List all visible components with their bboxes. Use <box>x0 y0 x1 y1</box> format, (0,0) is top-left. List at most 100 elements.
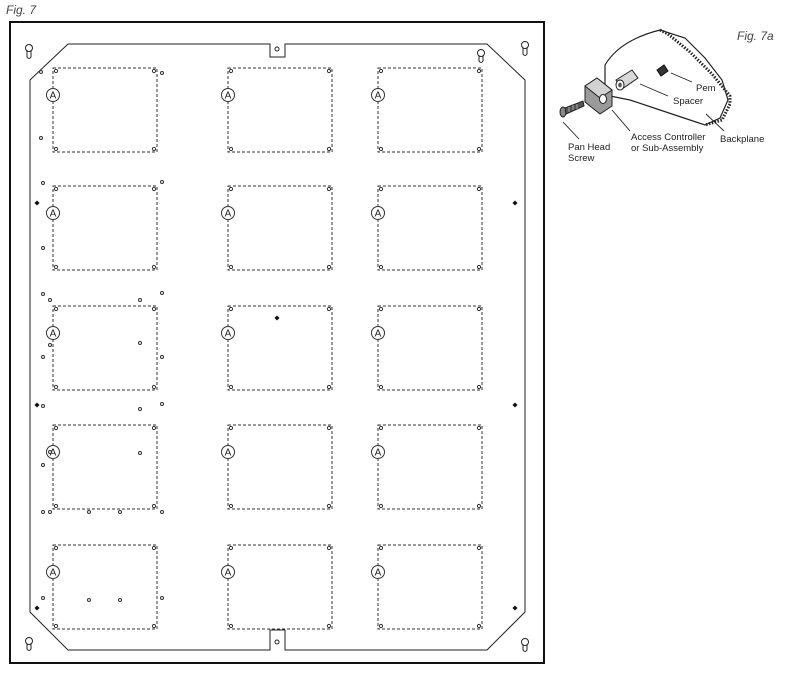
corner-hole <box>476 68 482 74</box>
mounting-hole <box>138 407 142 411</box>
figure-7-label: Fig. 7 <box>6 3 37 17</box>
alignment-stud <box>274 315 280 321</box>
corner-hole <box>378 503 384 509</box>
corner-hole <box>151 425 157 431</box>
mount-marker-circle <box>46 206 60 220</box>
mount-marker-circle <box>371 565 385 579</box>
module-area: A <box>221 424 333 510</box>
corner-hole <box>378 384 384 390</box>
module-outline <box>52 424 158 510</box>
corner-hole <box>326 503 332 509</box>
mount-marker-circle <box>221 565 235 579</box>
mounting-hole <box>48 450 52 454</box>
keyhole-slot-bottom-left <box>25 637 33 651</box>
pan-head-screw-callout-line2: Screw <box>568 153 595 164</box>
mount-marker-label: A <box>50 448 57 459</box>
corner-hole <box>476 306 482 312</box>
corner-hole <box>53 545 59 551</box>
mount-marker-label: A <box>375 209 382 220</box>
keyhole-slot-top-left <box>25 44 33 59</box>
module-area: A <box>371 305 483 391</box>
figure-7a-label: Fig. 7a <box>737 29 774 43</box>
corner-hole <box>326 306 332 312</box>
corner-hole <box>228 503 234 509</box>
pem-part <box>656 64 669 77</box>
mounting-hole <box>87 598 91 602</box>
corner-hole <box>53 623 59 629</box>
corner-hole <box>151 68 157 74</box>
backplane-sheet <box>604 28 732 127</box>
mount-marker-label: A <box>375 448 382 459</box>
mounting-hole <box>39 136 43 140</box>
corner-hole <box>151 384 157 390</box>
corner-hole <box>228 146 234 152</box>
outer-frame <box>9 21 545 664</box>
module-outline <box>52 305 158 391</box>
mount-marker-label: A <box>375 329 382 340</box>
module-area: A <box>46 544 158 630</box>
corner-hole <box>476 384 482 390</box>
mount-marker-circle <box>371 445 385 459</box>
pan-head-screw-leader <box>562 121 580 140</box>
mounting-hole <box>41 246 45 250</box>
mount-marker-label: A <box>375 91 382 102</box>
corner-hole <box>476 425 482 431</box>
module-outline <box>227 305 333 391</box>
corner-hole <box>228 545 234 551</box>
mount-marker-circle <box>46 88 60 102</box>
corner-hole <box>476 146 482 152</box>
mounting-hole <box>48 298 52 302</box>
corner-hole <box>378 545 384 551</box>
corner-hole <box>151 146 157 152</box>
mount-marker-circle <box>371 88 385 102</box>
module-outline <box>377 185 483 271</box>
backplane-plate-outline <box>29 43 526 651</box>
module-area: A <box>46 185 158 271</box>
corner-hole <box>326 623 332 629</box>
module-area: A <box>371 67 483 153</box>
module-area: A <box>221 67 333 153</box>
mounting-hole <box>48 510 52 514</box>
corner-hole <box>378 623 384 629</box>
mounting-hole <box>41 463 45 467</box>
mount-marker-circle <box>221 445 235 459</box>
pem-callout: Pem <box>696 83 716 94</box>
corner-hole <box>151 186 157 192</box>
corner-hole <box>228 425 234 431</box>
corner-hole <box>378 146 384 152</box>
corner-hole <box>326 545 332 551</box>
corner-hole <box>228 623 234 629</box>
mount-marker-circle <box>221 88 235 102</box>
spacer-callout: Spacer <box>673 96 704 107</box>
backplane-callout: Backplane <box>720 134 765 145</box>
pan-head-screw-callout-line1: Pan Head <box>568 142 611 153</box>
access-controller-callout-line2: or Sub-Assembly <box>631 143 704 154</box>
mount-marker-label: A <box>50 568 57 579</box>
corner-hole <box>228 186 234 192</box>
module-outline <box>377 424 483 510</box>
mounting-hole <box>160 71 164 75</box>
corner-hole <box>53 306 59 312</box>
mount-marker-circle <box>46 565 60 579</box>
pan-head-screw <box>559 100 585 118</box>
mounting-hole <box>48 343 52 347</box>
alignment-stud <box>512 402 518 408</box>
corner-hole <box>476 503 482 509</box>
spacer-leader <box>639 83 669 97</box>
module-outline <box>377 67 483 153</box>
corner-hole <box>326 264 332 270</box>
corner-hole <box>476 545 482 551</box>
mounting-hole <box>160 402 164 406</box>
module-outline <box>52 544 158 630</box>
module-area: A <box>371 544 483 630</box>
module-outline <box>227 424 333 510</box>
mount-marker-label: A <box>50 91 57 102</box>
mounting-hole <box>41 510 45 514</box>
module-area: A <box>46 424 158 510</box>
corner-hole <box>326 425 332 431</box>
module-area: A <box>371 424 483 510</box>
mounting-holes <box>34 70 518 611</box>
corner-hole <box>53 384 59 390</box>
